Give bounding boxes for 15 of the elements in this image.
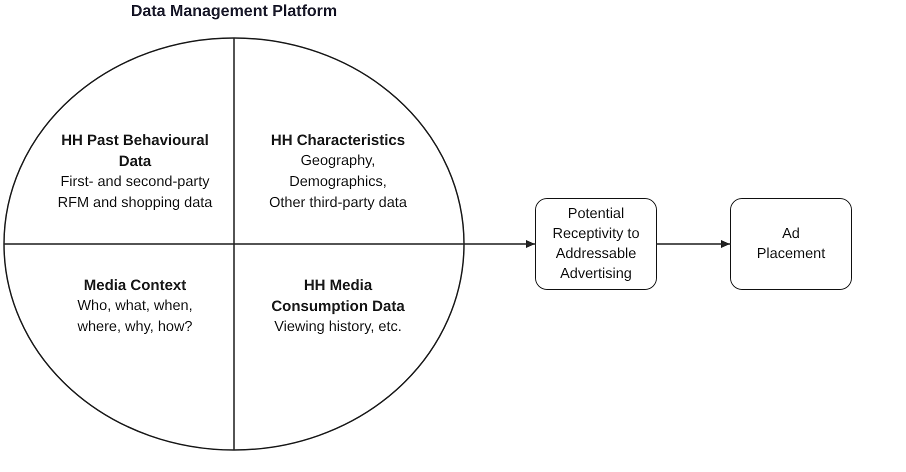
platform-heading: Data Management Platform <box>130 2 338 22</box>
process-box <box>730 198 852 290</box>
quadrant-heading: HH Characteristics <box>270 131 406 151</box>
quadrant-description: Who, what, when, where, why, how? <box>76 296 194 336</box>
quadrant-heading: Media Context <box>84 276 186 296</box>
box-label: Potential Receptivity to Addressable Advertising <box>551 205 641 284</box>
arrow <box>464 240 535 248</box>
quadrant-heading: HH Past Behavioural Data <box>60 131 210 172</box>
quadrant-description: Viewing history, etc. <box>274 318 402 336</box>
quadrant-heading: HH Media Consumption Data <box>270 276 406 316</box>
arrow <box>657 240 730 248</box>
process-box <box>535 198 657 290</box>
quadrant-description: First- and second-party RFM and shopping data <box>56 173 214 213</box>
quadrant-description: Geography, Demographics, Other third-party data <box>269 152 407 213</box>
box-label: Ad Placement <box>756 225 826 264</box>
